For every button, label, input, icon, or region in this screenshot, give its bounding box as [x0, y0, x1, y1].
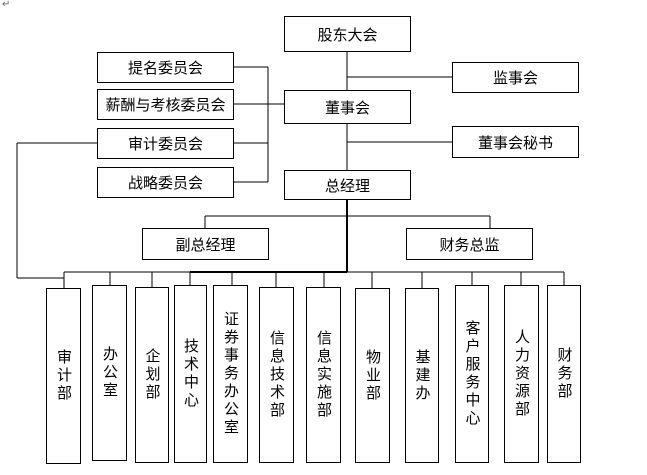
- it-department-label: 信息技术部: [268, 330, 286, 420]
- shareholders-meeting-box: 股东大会: [284, 16, 411, 52]
- audit-department-label: 审计部: [55, 349, 73, 403]
- finance-department-box: 财务部: [547, 285, 581, 463]
- office-label: 办公室: [101, 346, 119, 400]
- board-secretary-box: 董事会秘书: [452, 126, 579, 158]
- nomination-committee-box: 提名委员会: [97, 52, 234, 83]
- office-box: 办公室: [92, 285, 127, 461]
- planning-department-label: 企划部: [143, 348, 162, 402]
- technology-center-label: 技术中心: [182, 338, 200, 410]
- it-implementation-department-box: 信息实施部: [306, 287, 341, 463]
- general-manager-box: 总经理: [284, 170, 411, 200]
- strategy-committee-box: 战略委员会: [97, 167, 234, 198]
- securities-affairs-office-label: 证券事务办公室: [222, 311, 240, 437]
- it-department-box: 信息技术部: [259, 287, 294, 463]
- human-resources-department-box: 人力资源部: [504, 285, 539, 463]
- compensation-committee-box: 薪酬与考核委员会: [97, 89, 234, 120]
- audit-department-box: 审计部: [46, 288, 81, 464]
- it-implementation-department-label: 信息实施部: [315, 330, 333, 420]
- property-department-label: 物业部: [364, 348, 382, 403]
- infrastructure-office-box: 基建办: [405, 288, 439, 463]
- securities-affairs-office-box: 证券事务办公室: [213, 285, 248, 463]
- customer-service-center-label: 客户服务中心: [463, 320, 482, 428]
- supervisory-board-box: 监事会: [452, 62, 579, 93]
- audit-committee-box: 审计委员会: [97, 128, 234, 159]
- paragraph-mark-icon: ↵: [2, 0, 11, 10]
- board-of-directors-box: 董事会: [284, 90, 411, 124]
- finance-department-label: 财务部: [555, 347, 574, 401]
- technology-center-box: 技术中心: [174, 285, 207, 463]
- property-department-box: 物业部: [355, 288, 390, 463]
- vice-general-manager-box: 副总经理: [142, 228, 269, 260]
- customer-service-center-box: 客户服务中心: [455, 285, 489, 463]
- human-resources-department-label: 人力资源部: [513, 329, 531, 419]
- planning-department-box: 企划部: [135, 287, 169, 463]
- infrastructure-office-label: 基建办: [413, 348, 432, 403]
- chief-financial-officer-box: 财务总监: [406, 228, 533, 260]
